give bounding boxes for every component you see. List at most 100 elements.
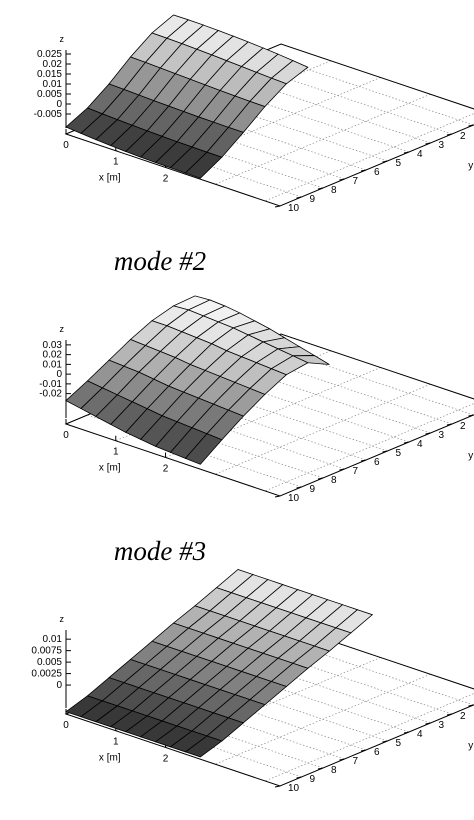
- grid-line-y: [173, 668, 388, 742]
- grid-line-y: [237, 641, 453, 715]
- z-axis-label: z: [60, 34, 65, 44]
- y-tick: [274, 785, 281, 788]
- y-tick: [317, 477, 324, 480]
- grid-line-y: [237, 351, 453, 425]
- z-tick-label: -0.02: [39, 389, 62, 400]
- z-tick-label: 0.01: [43, 634, 63, 645]
- grid-line-y: [259, 632, 474, 706]
- grid-line-x: [264, 693, 474, 782]
- z-tick-label: -0.01: [39, 379, 62, 390]
- x-axis-label: x [m]: [99, 463, 121, 474]
- surface-mesh: [65, 569, 374, 758]
- x-tick-label: 2: [163, 753, 169, 764]
- y-tick: [468, 124, 474, 127]
- y-tick-label: 7: [353, 466, 359, 477]
- grid-line-y: [237, 61, 453, 135]
- y-tick: [403, 731, 410, 734]
- x-axis-label: x [m]: [99, 173, 121, 184]
- z-tick-label: 0.0025: [31, 669, 62, 680]
- y-tick-label: 4: [417, 149, 423, 160]
- z-tick-label: 0: [56, 680, 62, 691]
- z-tick-label: 0.025: [37, 49, 62, 60]
- z-tick-label: -0.005: [34, 109, 63, 120]
- y-tick-label: 2: [460, 711, 466, 722]
- x-tick-label: 1: [113, 157, 119, 168]
- y-tick-label: 7: [353, 756, 359, 767]
- y-tick: [382, 740, 388, 743]
- y-tick-label: 9: [310, 774, 316, 785]
- grid-line-y: [194, 79, 410, 153]
- y-tick-label: 8: [331, 765, 337, 776]
- y-tick: [296, 486, 302, 489]
- z-tick-label: 0.02: [43, 59, 63, 70]
- y-tick: [446, 423, 453, 426]
- z-tick-label: 0.0075: [31, 646, 62, 657]
- y-tick-label: 6: [374, 747, 380, 758]
- surface-mesh: [65, 14, 309, 179]
- y-tick: [317, 767, 324, 770]
- x-tick-label: 0: [63, 720, 69, 731]
- y-tick: [403, 441, 410, 444]
- y-tick: [468, 704, 474, 707]
- grid-line-y: [151, 677, 367, 751]
- grid-line-x: [215, 673, 431, 765]
- x-tick-label: 2: [163, 463, 169, 474]
- grid-line-y: [151, 387, 367, 461]
- z-tick-label: 0.02: [43, 350, 63, 361]
- grid-line-x: [215, 93, 431, 185]
- y-axis-label: y [m]: [468, 451, 474, 462]
- z-tick-label: 0.03: [43, 340, 63, 351]
- z-axis-label: z: [60, 324, 65, 334]
- y-tick: [382, 160, 388, 163]
- y-tick: [274, 205, 281, 208]
- y-tick-label: 5: [396, 158, 402, 169]
- y-tick-label: 8: [331, 475, 337, 486]
- y-tick-label: 10: [288, 493, 300, 504]
- y-tick: [339, 178, 345, 181]
- y-tick: [425, 432, 431, 435]
- grid-line-y: [216, 70, 431, 144]
- grid-line-y: [151, 97, 367, 171]
- surface-mesh: [65, 295, 330, 465]
- y-tick-label: 10: [288, 783, 300, 794]
- chart-title: mode #3: [114, 536, 206, 566]
- y-axis-label: y [m]: [468, 741, 474, 752]
- y-tick: [339, 758, 345, 761]
- y-tick-label: 3: [439, 720, 445, 731]
- grid-line-y: [194, 369, 410, 443]
- grid-line-x: [264, 403, 474, 492]
- x-tick-label: 0: [63, 430, 69, 441]
- surface-chart-2: mode #2 z0.030.020.010-0.01-0.0201234567…: [39, 246, 474, 504]
- y-tick-label: 9: [310, 194, 316, 205]
- grid-line-y: [216, 360, 431, 434]
- y-tick-label: 4: [417, 729, 423, 740]
- y-tick-label: 10: [288, 203, 300, 214]
- y-tick: [339, 468, 345, 471]
- y-tick-label: 5: [396, 448, 402, 459]
- x-tick-label: 1: [113, 737, 119, 748]
- y-tick-label: 3: [439, 430, 445, 441]
- y-tick-label: 6: [374, 457, 380, 468]
- y-tick: [382, 450, 388, 453]
- surface-chart-1: z0.0250.020.0150.010.0050-0.005012345678…: [34, 14, 474, 214]
- grid-line-y: [216, 650, 431, 724]
- z-tick-label: 0.005: [37, 657, 62, 668]
- x-tick-label: 1: [113, 447, 119, 458]
- grid-line-y: [259, 342, 474, 416]
- grid-line-y: [130, 106, 345, 180]
- y-tick: [317, 187, 324, 190]
- z-tick-label: 0: [56, 99, 62, 110]
- y-tick: [425, 142, 431, 145]
- z-tick-label: 0: [56, 369, 62, 380]
- z-tick-label: 0.005: [37, 89, 62, 100]
- grid-line-y: [173, 378, 388, 452]
- surface-chart-3: mode #3 z0.010.00750.0050.00250012345678…: [31, 536, 474, 794]
- y-tick: [274, 495, 281, 498]
- surface-patch: [184, 151, 223, 179]
- y-tick-label: 6: [374, 167, 380, 178]
- y-tick-label: 4: [417, 439, 423, 450]
- grid-line-x: [215, 383, 431, 475]
- z-tick-label: 0.015: [37, 69, 62, 80]
- y-tick: [360, 749, 367, 752]
